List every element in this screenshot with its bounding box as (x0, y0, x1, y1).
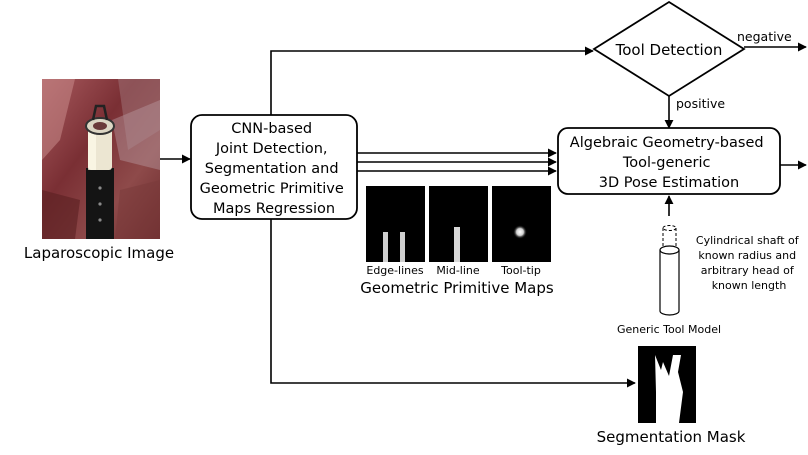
primitive-maps-caption: Geometric Primitive Maps (360, 279, 554, 297)
tool-note-line-3: arbitrary head of (701, 264, 795, 277)
tool-note-line-4: known length (712, 279, 787, 292)
cnn-line-5: Maps Regression (213, 201, 335, 217)
pose-box-label: Algebraic Geometry-based Tool-generic 3D… (570, 135, 768, 191)
negative-label: negative (737, 29, 792, 44)
cnn-box (190, 114, 358, 220)
tool-model-caption: Generic Tool Model (617, 323, 721, 336)
pose-line-2: Tool-generic (622, 155, 711, 171)
cnn-box-label: CNN-based Joint Detection, Segmentation … (200, 121, 349, 217)
segmentation-caption: Segmentation Mask (597, 428, 746, 446)
tool-note-line-1: Cylindrical shaft of (696, 234, 800, 247)
positive-label: positive (676, 96, 725, 111)
cnn-line-3: Segmentation and (205, 161, 339, 177)
cnn-line-1: CNN-based (231, 121, 312, 137)
edge-lines-label: Edge-lines (366, 264, 424, 277)
tool-note-line-2: known radius and (698, 249, 796, 262)
mid-line-label: Mid-line (436, 264, 480, 277)
arrow-cnn-to-segmentation (270, 219, 636, 388)
edge-lines-map (366, 186, 425, 262)
tool-model-note: Cylindrical shaft of known radius and ar… (696, 234, 802, 292)
pose-line-1: Algebraic Geometry-based (570, 135, 764, 151)
pose-estimation-box (557, 127, 781, 195)
mid-line-map (429, 186, 488, 262)
tool-detection-label: Tool Detection (615, 41, 723, 59)
tool-tip-map (492, 186, 551, 262)
laparoscopic-image (42, 79, 160, 239)
pose-line-3: 3D Pose Estimation (599, 175, 739, 191)
cnn-line-2: Joint Detection, (215, 141, 328, 157)
arrow-cnn-to-detection (270, 46, 594, 115)
laparoscopic-image-caption: Laparoscopic Image (24, 244, 174, 262)
cnn-line-4: Geometric Primitive (200, 181, 344, 197)
segmentation-mask (638, 346, 696, 423)
tool-tip-label: Tool-tip (500, 264, 541, 277)
generic-tool-model (659, 225, 680, 316)
